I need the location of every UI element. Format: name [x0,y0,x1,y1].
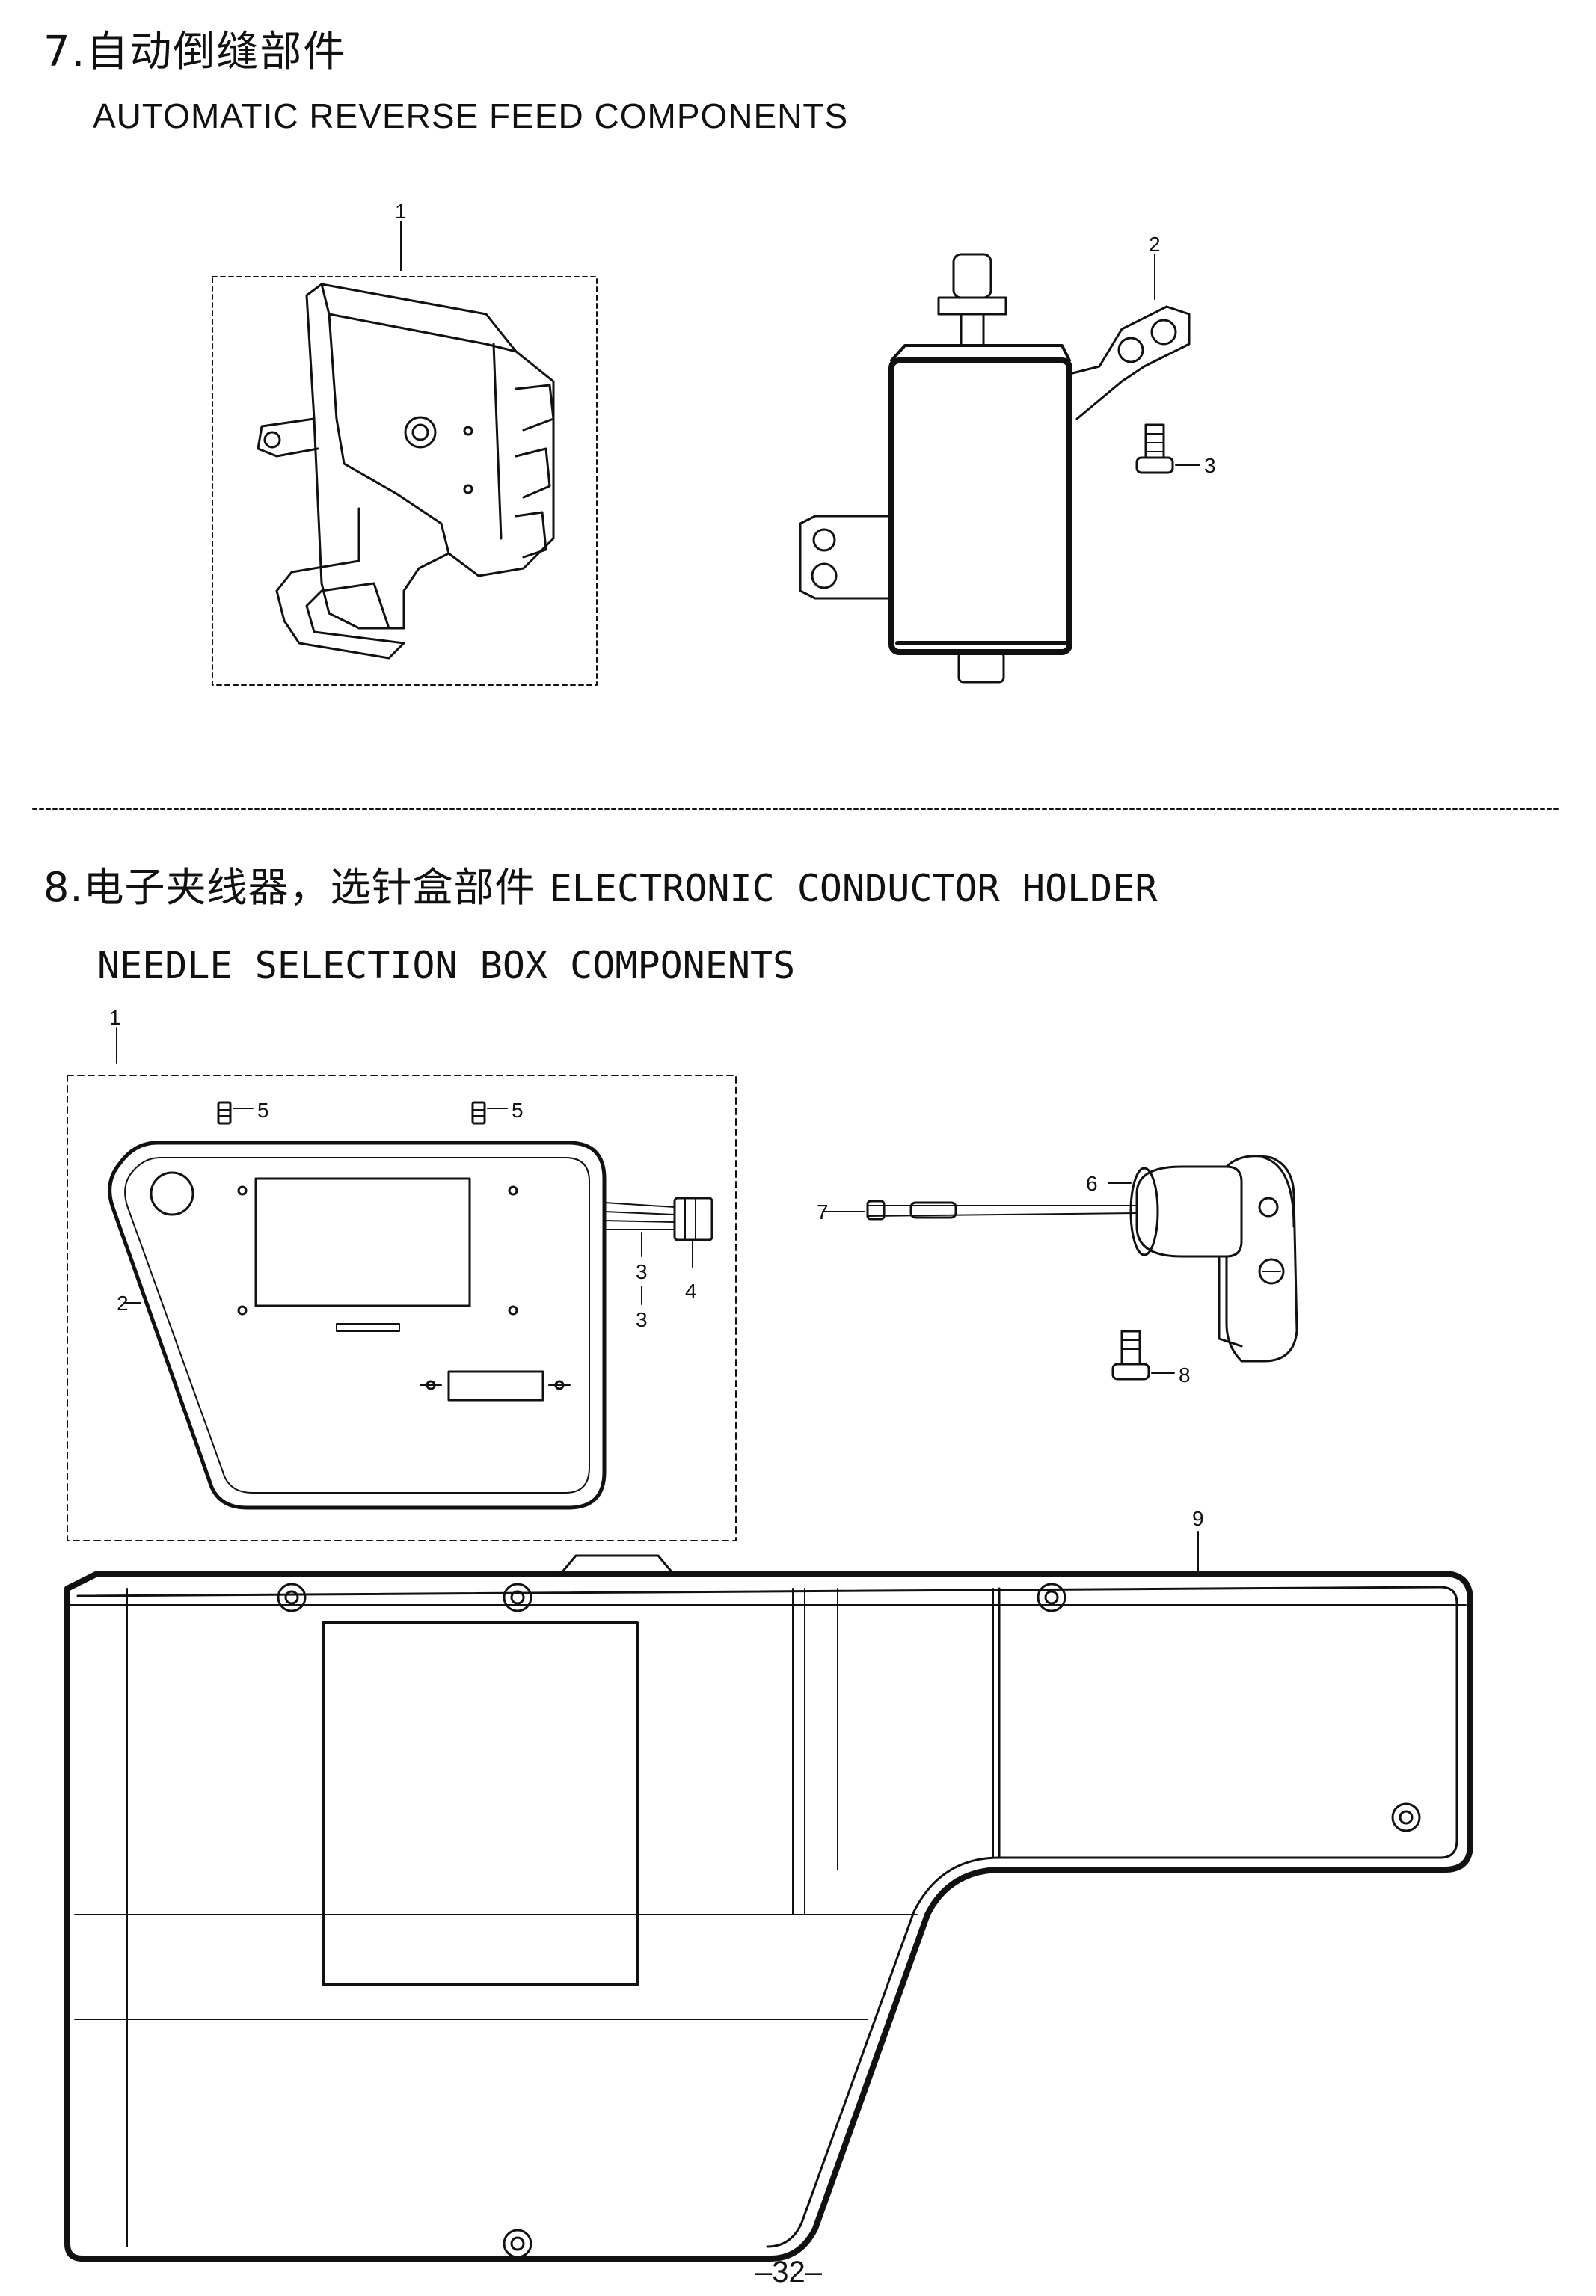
callout-s7-3: 3 [1204,454,1216,477]
callout-s8-5b: 5 [512,1099,524,1122]
callout-s8-7: 7 [817,1200,829,1224]
section8-title-en: ELECTRONIC CONDUCTOR HOLDER [549,867,1158,910]
callout-s7-1: 1 [395,200,407,223]
screw-part5-right [471,1101,508,1125]
callout-s8-4: 4 [685,1280,697,1303]
section8-title-cn: 8.电子夹线器，选针盒部件 [43,864,536,911]
electronic-tension-unit [1108,1155,1298,1363]
screw-part5-left [217,1101,254,1125]
needle-box-cover [64,1531,1473,2262]
section7-title: 7.自动倒缝部件 [43,28,347,76]
cable-part7 [822,1200,1138,1221]
callout-s7-2: 2 [1149,233,1161,256]
callout-s8-2: 2 [117,1292,129,1315]
callout-s8-3a: 3 [636,1260,648,1283]
needle-box-dashed-frame [67,1075,737,1541]
reverse-feed-bracket [257,283,555,660]
selection-plate [108,1141,607,1510]
callout-s8-5a: 5 [257,1099,269,1122]
callout-s8-6: 6 [1086,1172,1098,1195]
screw-part8 [1111,1330,1175,1381]
screw-part3 [1135,423,1200,474]
callout-s8-3b: 3 [636,1308,648,1331]
callout-s8-8: 8 [1179,1363,1191,1387]
section7-subtitle: AUTOMATIC REVERSE FEED COMPONENTS [93,96,849,135]
section8-subtitle: NEEDLE SELECTION BOX COMPONENTS [97,944,796,987]
part1-dashed-frame [212,276,598,686]
wire-connector [604,1197,713,1305]
reverse-solenoid [799,253,1191,684]
callout-s8-9: 9 [1192,1507,1204,1530]
callout-s8-1: 1 [109,1006,121,1029]
section8-title: 8.电子夹线器，选针盒部件 ELECTRONIC CONDUCTOR HOLDE… [43,854,1157,913]
page-number: –32– [755,2256,822,2289]
